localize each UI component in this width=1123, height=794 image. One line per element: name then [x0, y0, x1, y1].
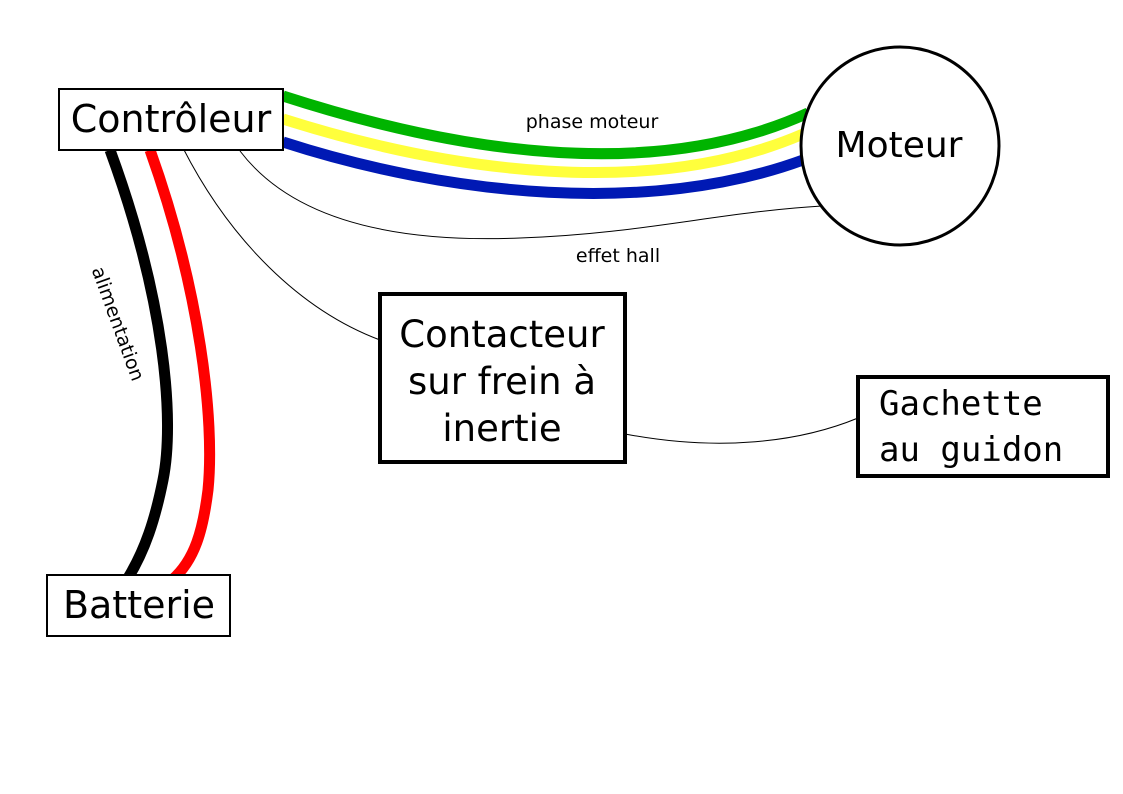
controleur-node: Contrôleur — [58, 88, 284, 151]
power-wire-black — [104, 148, 173, 581]
alimentation-wires — [104, 148, 216, 585]
gachette-label-line1: Gachette — [879, 384, 1043, 424]
phase-wire-blue — [281, 136, 805, 199]
contacteur-label-line2: sur frein à — [408, 360, 596, 403]
phase-wire-yellow — [281, 113, 806, 179]
power-wire-red — [144, 148, 216, 585]
phase-moteur-wires — [281, 90, 811, 199]
contacteur-node: Contacteur sur frein à inertie — [378, 292, 627, 464]
gachette-wire — [624, 417, 859, 444]
batterie-node: Batterie — [46, 574, 231, 637]
phase-wire-green — [281, 90, 811, 160]
effet-hall-wire — [239, 150, 823, 240]
alimentation-label: alimentation — [87, 264, 149, 384]
gachette-node: Gachette au guidon — [856, 375, 1110, 478]
controleur-box — [58, 88, 284, 151]
effet-hall-label: effet hall — [576, 245, 660, 267]
batterie-box — [46, 574, 231, 637]
contacteur-label-line1: Contacteur — [399, 313, 605, 356]
moteur-label: Moteur — [836, 125, 963, 166]
contacteur-label-line3: inertie — [442, 407, 561, 450]
contacteur-box — [378, 292, 627, 464]
gachette-label-line2: au guidon — [879, 430, 1063, 470]
moteur-node: Moteur — [799, 45, 1001, 247]
gachette-box — [856, 375, 1110, 478]
batterie-label: Batterie — [63, 583, 215, 627]
frein-wire — [182, 147, 381, 341]
moteur-circle — [799, 45, 1001, 247]
phase-moteur-label: phase moteur — [526, 111, 659, 133]
controleur-label: Contrôleur — [71, 97, 272, 141]
